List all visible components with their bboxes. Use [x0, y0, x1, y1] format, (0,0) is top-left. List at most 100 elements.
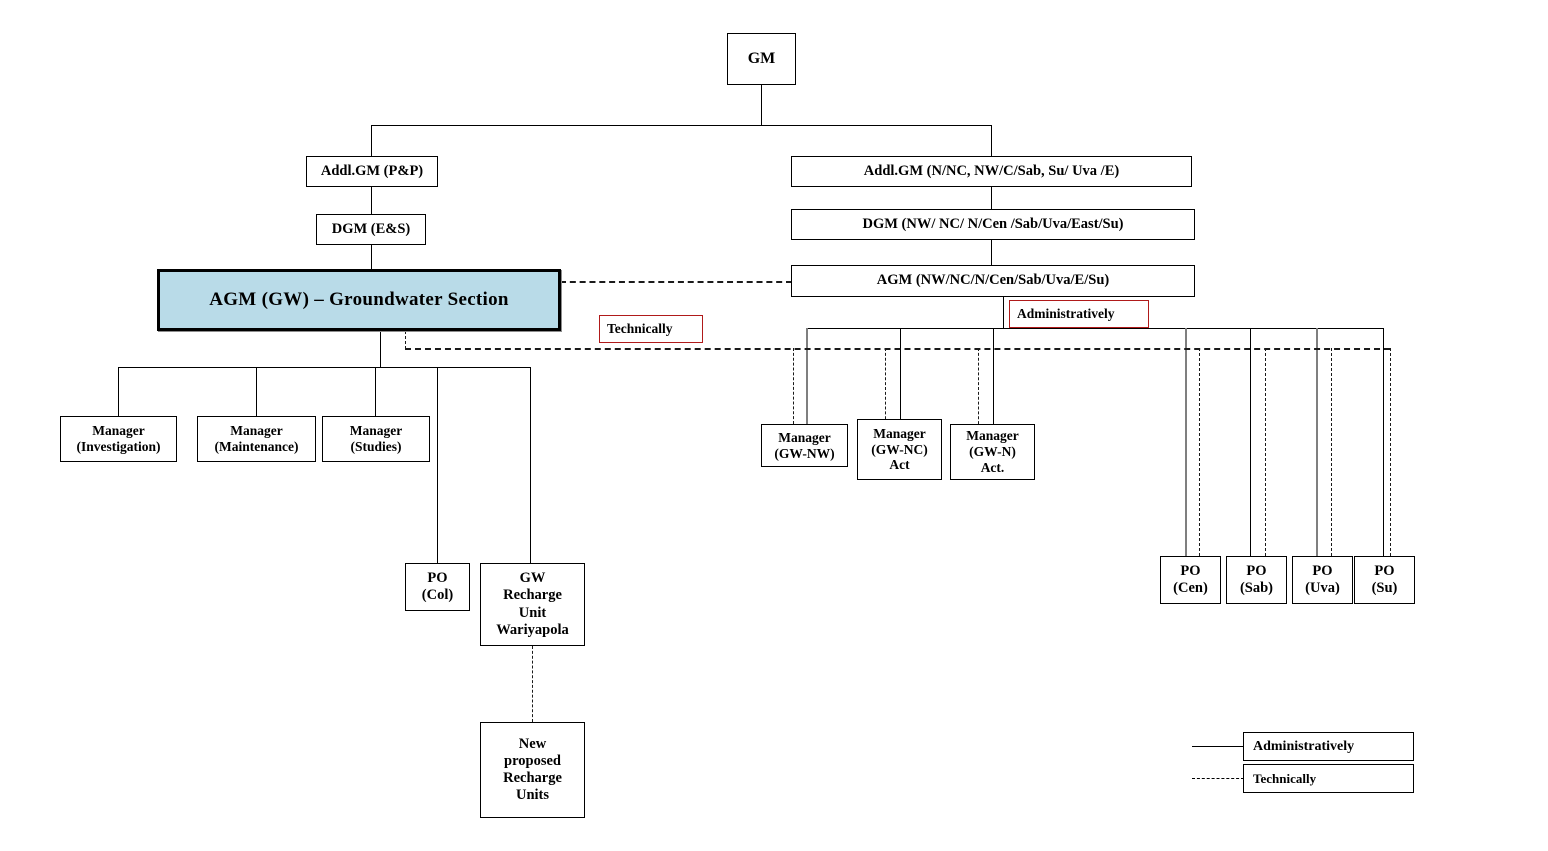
- node-manager-studies-line2: (Studies): [350, 439, 402, 454]
- connector-admin-to-po-cen: [1185, 328, 1187, 556]
- node-manager-gw-nc-line1: Manager: [873, 425, 926, 441]
- node-po-cen-line1: PO: [1180, 562, 1201, 579]
- node-agm-gw-label: AGM (GW) – Groundwater Section: [209, 288, 509, 310]
- connector-admin-to-mgr-gwnw: [806, 328, 808, 424]
- connector-to-addlgm-regions: [991, 125, 992, 156]
- node-po-col[interactable]: PO (Col): [405, 563, 470, 611]
- node-addl-gm-regions-label: Addl.GM (N/NC, NW/C/Sab, Su/ Uva /E): [863, 162, 1120, 179]
- node-new-units-line4: Units: [515, 787, 550, 804]
- node-agm-regions-label: AGM (NW/NC/N/Cen/Sab/Uva/E/Su): [876, 272, 1110, 289]
- legend-sample-technically-line: [1192, 778, 1244, 779]
- node-po-cen-line2: (Cen): [1173, 580, 1208, 596]
- annotation-administratively: Administratively: [1009, 300, 1149, 328]
- connector-to-mgr-maintenance: [256, 367, 257, 416]
- node-manager-maintenance[interactable]: Manager (Maintenance): [197, 416, 316, 462]
- connector-top-bar: [371, 125, 991, 126]
- node-dgm-regions[interactable]: DGM (NW/ NC/ N/Cen /Sab/Uva/East/Su): [791, 209, 1195, 240]
- node-manager-gw-n-act[interactable]: Manager (GW-N) Act.: [950, 424, 1035, 480]
- node-po-col-line1: PO: [427, 569, 448, 586]
- node-manager-gw-n-line3: Act.: [980, 459, 1005, 475]
- node-dgm-regions-label: DGM (NW/ NC/ N/Cen /Sab/Uva/East/Su): [862, 215, 1124, 232]
- node-po-uva-line1: PO: [1312, 562, 1333, 579]
- node-po-su-line1: PO: [1374, 562, 1395, 579]
- node-gm[interactable]: GM: [727, 33, 796, 85]
- node-gw-recharge-line2: Recharge: [503, 587, 562, 604]
- node-manager-studies-line1: Manager: [349, 423, 403, 439]
- node-manager-investigation[interactable]: Manager (Investigation): [60, 416, 177, 462]
- node-gw-recharge-line1: GW: [519, 570, 546, 587]
- node-agm-regions[interactable]: AGM (NW/NC/N/Cen/Sab/Uva/E/Su): [791, 265, 1195, 297]
- connector-technical-to-po-cen: [1199, 348, 1200, 556]
- legend-technically-label: Technically: [1253, 770, 1317, 786]
- connector-admin-to-mgr-gwnc: [900, 328, 901, 429]
- connector-admin-to-po-uva: [1316, 328, 1318, 556]
- connector-technical-to-mgr-gwnc: [885, 348, 886, 429]
- node-po-sab-line1: PO: [1246, 562, 1267, 579]
- connector-dgmes-to-agmgw: [371, 245, 372, 272]
- node-po-sab[interactable]: PO (Sab): [1226, 556, 1287, 604]
- node-manager-gw-nc-line3: Act: [889, 457, 910, 473]
- connector-right-admin-bar: [806, 328, 1384, 329]
- node-po-su[interactable]: PO (Su): [1354, 556, 1415, 604]
- legend-administratively-label: Administratively: [1253, 738, 1355, 754]
- node-new-proposed-recharge-units[interactable]: New proposed Recharge Units: [480, 722, 585, 818]
- node-agm-gw-groundwater-section[interactable]: AGM (GW) – Groundwater Section: [157, 269, 561, 331]
- connector-to-gw-recharge: [530, 367, 531, 563]
- connector-technical-agm-to-agm: [560, 281, 792, 283]
- node-new-units-line2: proposed: [504, 752, 561, 769]
- node-dgm-es[interactable]: DGM (E&S): [316, 214, 426, 245]
- node-addl-gm-regions[interactable]: Addl.GM (N/NC, NW/C/Sab, Su/ Uva /E): [791, 156, 1192, 187]
- node-gm-label: GM: [747, 49, 776, 67]
- node-gw-recharge-unit-wariyapola[interactable]: GW Recharge Unit Wariyapola: [480, 563, 585, 646]
- connector-gwrecharge-to-newunits: [532, 646, 533, 722]
- node-manager-gw-n-line1: Manager: [966, 428, 1019, 444]
- connector-left-fan-bar: [118, 367, 530, 368]
- node-manager-gw-nw-line1: Manager: [778, 429, 831, 445]
- connector-to-mgr-studies: [375, 367, 376, 416]
- legend-row-technically: Technically: [1243, 764, 1414, 793]
- connector-agmreg-stem: [1003, 297, 1004, 328]
- connector-technical-to-po-uva: [1331, 348, 1332, 556]
- node-new-units-line3: Recharge: [503, 770, 562, 786]
- connector-technical-to-po-su: [1390, 348, 1391, 556]
- node-manager-gw-nw-line2: (GW-NW): [774, 445, 835, 461]
- annotation-technically-label: Technically: [607, 321, 673, 336]
- node-gw-recharge-line3: Unit: [518, 604, 547, 621]
- connector-to-po-col: [437, 367, 438, 563]
- connector-admin-to-mgr-gwn: [993, 328, 994, 429]
- connector-to-addlgm-pp: [371, 125, 372, 156]
- connector-technical-to-mgr-gwnw: [793, 348, 794, 424]
- node-po-uva[interactable]: PO (Uva): [1292, 556, 1353, 604]
- connector-admin-to-po-su: [1383, 328, 1384, 556]
- node-manager-investigation-line1: Manager: [92, 423, 145, 439]
- connector-dgmreg-to-agmreg: [991, 239, 992, 265]
- connector-technical-to-po-sab: [1265, 348, 1266, 556]
- node-manager-gw-nc-line2: (GW-NC): [871, 441, 928, 457]
- node-po-col-line2: (Col): [421, 587, 454, 603]
- connector-agmgw-stem: [380, 331, 381, 367]
- connector-technical-bar: [405, 348, 1390, 350]
- node-manager-maintenance-line2: (Maintenance): [214, 439, 299, 454]
- node-new-units-line1: New: [518, 735, 547, 752]
- node-manager-gw-n-line2: (GW-N): [969, 444, 1016, 460]
- annotation-administratively-label: Administratively: [1017, 306, 1115, 321]
- annotation-technically: Technically: [599, 315, 703, 343]
- node-po-sab-line2: (Sab): [1239, 580, 1274, 596]
- connector-admin-to-po-sab: [1250, 328, 1251, 556]
- node-manager-gw-nc-act[interactable]: Manager (GW-NC) Act: [857, 419, 942, 480]
- node-manager-investigation-line2: (Investigation): [76, 439, 161, 454]
- connector-technical-drop-from-agmgw: [405, 331, 406, 349]
- node-addl-gm-pp-label: Addl.GM (P&P): [320, 162, 424, 179]
- node-addl-gm-pp[interactable]: Addl.GM (P&P): [306, 156, 438, 187]
- node-manager-maintenance-line1: Manager: [230, 423, 283, 439]
- node-gw-recharge-line4: Wariyapola: [496, 621, 569, 638]
- node-manager-gw-nw[interactable]: Manager (GW-NW): [761, 424, 848, 467]
- node-po-uva-line2: (Uva): [1305, 580, 1340, 596]
- node-po-cen[interactable]: PO (Cen): [1160, 556, 1221, 604]
- node-manager-studies[interactable]: Manager (Studies): [322, 416, 430, 462]
- node-po-su-line2: (Su): [1371, 580, 1398, 596]
- node-dgm-es-label: DGM (E&S): [331, 220, 411, 237]
- connector-addlgmreg-to-dgmreg: [991, 187, 992, 210]
- legend-sample-administratively-line: [1192, 746, 1244, 747]
